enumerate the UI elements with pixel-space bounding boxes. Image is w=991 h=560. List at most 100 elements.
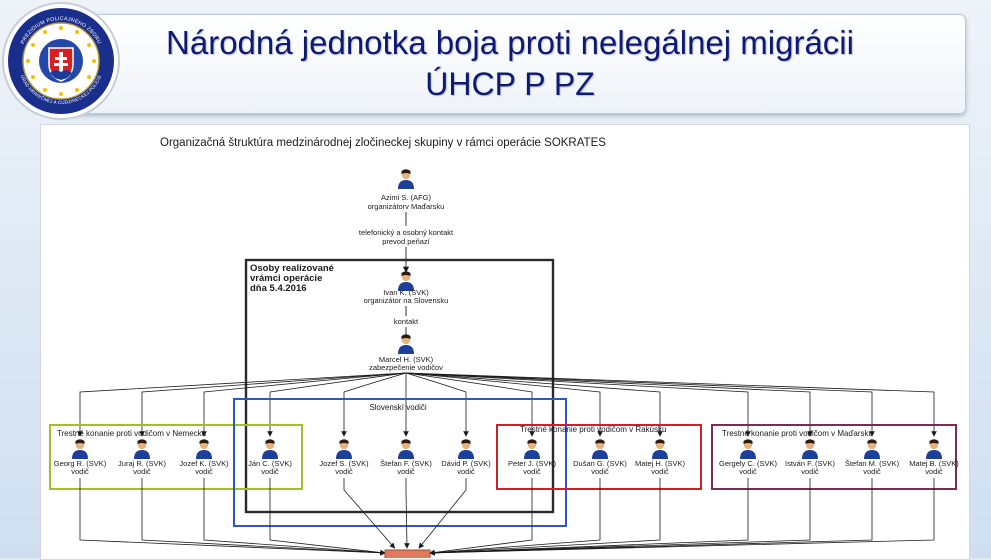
title-banner xyxy=(52,14,966,114)
driver-role: vodič xyxy=(863,467,881,476)
group-label-germany: Trestné konanie proti vodičom v Nemecku xyxy=(57,429,206,438)
bottom-connectors xyxy=(79,478,935,556)
person-icon xyxy=(398,334,414,354)
driver-name: Štefan M. (SVK) xyxy=(845,459,900,468)
person-icon xyxy=(398,169,414,189)
driver-role: vodič xyxy=(261,467,279,476)
driver-to-destination-line xyxy=(404,478,410,549)
driver-name: Peter J. (SVK) xyxy=(508,459,556,468)
driver-arrow xyxy=(405,372,603,437)
driver-to-destination-line xyxy=(429,478,749,556)
fan-out-arrows xyxy=(77,372,937,437)
coordinator-name: Marcel H. (SVK) xyxy=(379,355,434,364)
realized-box-label-2: vrámci operácie xyxy=(250,273,322,284)
driver-to-destination-line xyxy=(79,478,386,556)
driver-name: István F. (SVK) xyxy=(785,459,836,468)
driver-to-destination-line xyxy=(429,478,601,556)
slide-subtitle: ÚHCP P PZ xyxy=(425,66,595,102)
driver-name: Georg R. (SVK) xyxy=(54,459,107,468)
driver-arrow xyxy=(405,372,663,437)
driver-to-destination-line xyxy=(429,478,873,556)
person-icon xyxy=(802,439,818,459)
driver-name: Ján C. (SVK) xyxy=(248,459,292,468)
driver-arrow xyxy=(201,372,407,437)
driver-role: vodič xyxy=(133,467,151,476)
person-icon xyxy=(262,439,278,459)
driver-to-destination-line xyxy=(429,478,661,556)
group-label-hungary: Trestné konanie proti vodičom v Maďarsku xyxy=(722,429,873,438)
driver-role: vodič xyxy=(925,467,943,476)
person-icon xyxy=(196,439,212,459)
driver-name: Dušan G. (SVK) xyxy=(573,459,627,468)
driver-arrow xyxy=(405,372,937,437)
slide-title: Národná jednotka boja proti nelegálnej m… xyxy=(166,24,854,61)
driver-arrow xyxy=(405,372,469,437)
diagram-panel xyxy=(40,124,970,560)
organizer-sk-role: organizátor na Slovensku xyxy=(364,296,449,305)
realized-persons-box xyxy=(244,258,555,514)
person-icon xyxy=(592,439,608,459)
destination-box xyxy=(384,549,431,558)
person-icon xyxy=(524,439,540,459)
coordinator-role: zabezpečenie vodičov xyxy=(369,363,443,372)
person-icon xyxy=(864,439,880,459)
organizer-sk-name: Ivan K. (SVK) xyxy=(383,288,429,297)
driver-role: vodič xyxy=(801,467,819,476)
driver-role: vodič xyxy=(591,467,609,476)
driver-to-destination-line xyxy=(429,478,935,556)
driver-role: vodič xyxy=(397,467,415,476)
person-icon xyxy=(398,439,414,459)
driver-name: Dávid P. (SVK) xyxy=(441,459,491,468)
driver-role: vodič xyxy=(195,467,213,476)
person-icon xyxy=(740,439,756,459)
link-label-contact: kontakt xyxy=(394,317,419,326)
driver-role: vodič xyxy=(335,467,353,476)
driver-to-destination-line xyxy=(269,478,386,556)
driver-role: vodič xyxy=(651,467,669,476)
top-person-role: organizátorv Maďarsku xyxy=(368,202,445,211)
person-icon xyxy=(926,439,942,459)
driver-role: vodič xyxy=(71,467,89,476)
group-label-slovak: Slovenskí vodiči xyxy=(369,403,427,412)
driver-to-destination-line xyxy=(418,478,467,549)
driver-name: Matej H. (SVK) xyxy=(635,459,686,468)
link-label-money: prevod peňazí xyxy=(382,237,430,246)
driver-arrow xyxy=(341,372,407,437)
person-icon xyxy=(652,439,668,459)
link-label-top: telefonický a osobný kontakt xyxy=(359,228,454,237)
person-icon xyxy=(72,439,88,459)
person-icon xyxy=(134,439,150,459)
driver-to-destination-line xyxy=(141,478,386,556)
police-emblem-logo: PREZIDIUM POLICAJNÉHO ZBORU ÚRAD HRANIČN… xyxy=(2,2,120,120)
driver-arrow xyxy=(139,372,407,437)
driver-name: Jozef K. (SVK) xyxy=(179,459,229,468)
driver-name: Gergely C. (SVK) xyxy=(719,459,777,468)
group-box-austria xyxy=(496,424,702,490)
group-box-germany xyxy=(49,424,303,490)
group-box-hungary xyxy=(711,424,957,490)
driver-name: Štefan F. (SVK) xyxy=(380,459,432,468)
driver-name: Juraj R. (SVK) xyxy=(118,459,166,468)
driver-arrow xyxy=(267,372,407,437)
driver-to-destination-line xyxy=(343,478,396,549)
driver-role: vodič xyxy=(523,467,541,476)
driver-name: Matej B. (SVK) xyxy=(909,459,959,468)
person-icon xyxy=(458,439,474,459)
driver-name: Jozef S. (SVK) xyxy=(319,459,369,468)
top-person-name: Azimi S. (AFG) xyxy=(381,193,432,202)
person-icon xyxy=(336,439,352,459)
driver-role: vodič xyxy=(457,467,475,476)
group-box-slovak xyxy=(233,398,567,527)
driver-role: vodič xyxy=(739,467,757,476)
realized-box-label-1: Osoby realizované xyxy=(250,263,334,274)
driver-arrow xyxy=(77,372,407,437)
diagram-heading: Organizačná štruktúra medzinárodnej zloč… xyxy=(160,137,606,149)
realized-box-label-3: dňa 5.4.2016 xyxy=(250,283,307,294)
group-label-austria: Trestné konanie proti vodičom v Rakúsku xyxy=(520,425,666,434)
driver-to-destination-line xyxy=(203,478,386,556)
driver-to-destination-line xyxy=(429,478,811,556)
driver-arrow xyxy=(405,372,535,437)
driver-to-destination-line xyxy=(429,478,533,556)
